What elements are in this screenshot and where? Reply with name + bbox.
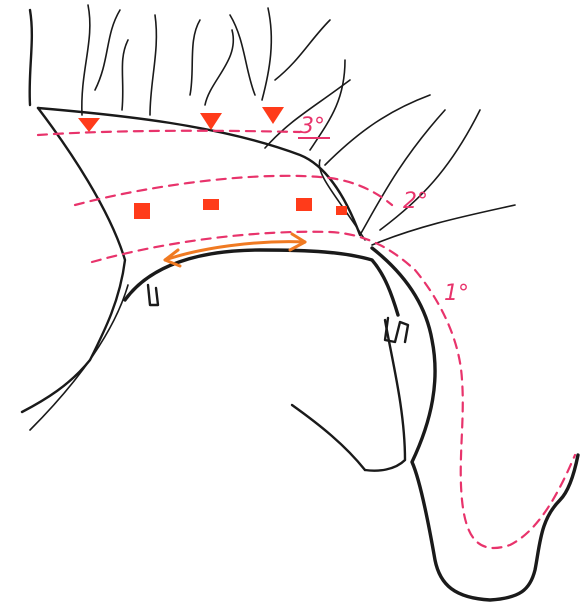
hair-strand	[205, 30, 233, 105]
triangle-markers	[78, 107, 284, 132]
square-marker	[134, 203, 150, 219]
hair-strand	[30, 10, 32, 105]
dashed-line-1	[92, 232, 575, 548]
hair-clip-left	[148, 285, 158, 305]
hair-strand	[95, 10, 120, 90]
square-marker	[296, 198, 312, 211]
label-level-1: 1°	[444, 281, 469, 306]
hair-strand	[122, 40, 128, 110]
hair-strand	[325, 95, 430, 165]
dashed-line-3	[38, 131, 300, 135]
triangle-marker	[78, 118, 100, 132]
hair-strand	[360, 110, 445, 235]
nose-line	[365, 320, 405, 471]
label-level-3: 3°	[300, 114, 325, 139]
square-markers	[134, 198, 347, 219]
hair-strand	[275, 20, 330, 80]
hair-strand	[230, 15, 255, 95]
hair-strand	[262, 8, 271, 100]
head-back-outline	[22, 108, 125, 412]
square-marker	[203, 199, 219, 210]
hair-strand	[150, 15, 156, 115]
triangle-marker	[262, 107, 284, 124]
nostril-line	[292, 405, 365, 470]
hair-strand	[82, 5, 90, 115]
triangle-marker	[200, 113, 222, 130]
hair-strand	[190, 20, 200, 95]
hair-strand	[372, 205, 515, 245]
hairline-ridge	[319, 160, 365, 240]
square-marker	[336, 206, 347, 215]
label-level-2: 2°	[403, 189, 428, 214]
